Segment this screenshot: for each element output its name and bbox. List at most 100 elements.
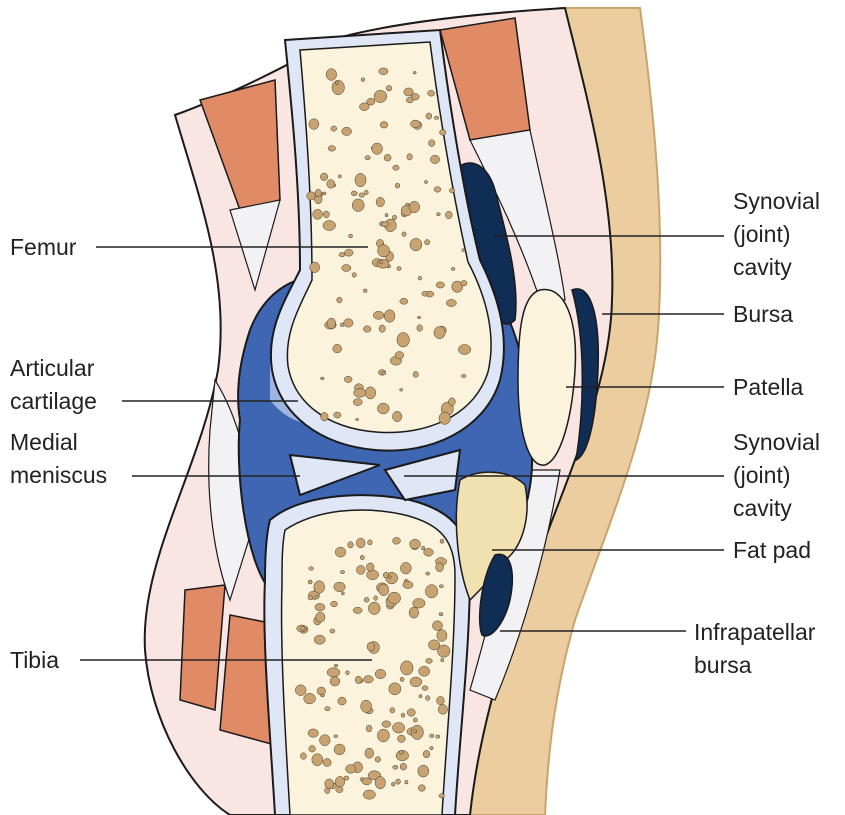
trabecular-spot [332, 344, 342, 354]
trabecular-spot [438, 704, 448, 715]
trabecular-spot [348, 233, 353, 238]
trabecular-spot [434, 116, 440, 120]
trabecular-spot [363, 597, 370, 603]
trabecular-spot [399, 388, 404, 392]
trabecular-spot [430, 154, 440, 164]
trabecular-spot [313, 580, 325, 594]
trabecular-spot [412, 71, 417, 75]
trabecular-spot [366, 641, 375, 652]
trabecular-spot [335, 546, 347, 558]
trabecular-spot [333, 411, 342, 419]
bone-trabecular-spots [295, 67, 471, 800]
trabecular-spot [366, 562, 375, 572]
trabecular-spot [461, 374, 467, 378]
label-bursa: Bursa [733, 301, 793, 327]
trabecular-spot [427, 90, 435, 97]
trabecular-spot [391, 782, 396, 787]
trabecular-spot [341, 591, 345, 596]
trabecular-spot [384, 213, 389, 218]
trabecular-spot [417, 316, 421, 320]
trabecular-spot [363, 325, 372, 333]
trabecular-spot [356, 537, 366, 549]
trabecular-spot [438, 411, 451, 425]
trabecular-spot [425, 571, 430, 576]
trabecular-spot [365, 724, 373, 733]
trabecular-spot [353, 388, 367, 398]
trabecular-spot [314, 634, 326, 645]
trabecular-spot [316, 686, 326, 696]
trabecular-spot [333, 581, 346, 592]
prepatellar-bursa [571, 288, 600, 462]
trabecular-spot [421, 685, 429, 691]
trabecular-spot [404, 780, 409, 785]
trabecular-spot [334, 81, 340, 85]
trabecular-spot [438, 612, 444, 617]
trabecular-spot [330, 125, 337, 132]
trabecular-spot [408, 606, 419, 619]
trabecular-spot [402, 581, 414, 589]
trabecular-spot [333, 734, 338, 738]
trabecular-spot [324, 778, 334, 789]
trabecular-spot [400, 660, 414, 676]
trabecular-spot [435, 734, 440, 739]
lateral-meniscus-shape [383, 448, 462, 502]
trabecular-spot [373, 595, 378, 601]
trabecular-spot [401, 231, 407, 237]
trabecular-spot [344, 375, 353, 383]
trabecular-spot [322, 191, 327, 196]
infrapatellar-bursa-shape [478, 553, 514, 637]
trabecular-spot [395, 182, 401, 189]
trabecular-spot [336, 297, 343, 304]
trabecular-spot [320, 172, 328, 181]
trabecular-spot [314, 603, 326, 612]
trabecular-spot [409, 238, 423, 252]
trabecular-spot [322, 220, 336, 231]
trabecular-spot [421, 545, 426, 551]
trabecular-spot [413, 729, 418, 734]
trabecular-spot [396, 332, 410, 348]
trabecular-spot [358, 192, 365, 198]
trabecular-spot [371, 142, 383, 155]
trabecular-spot [445, 211, 453, 219]
trabecular-spot [405, 202, 410, 207]
trabecular-spot [438, 584, 444, 588]
trabecular-spot [308, 579, 313, 585]
trabecular-spot [315, 612, 326, 623]
trabecular-spot [340, 570, 345, 574]
trabecular-spot [389, 707, 396, 714]
trabecular-spot [325, 68, 337, 81]
trabecular-spot [423, 548, 434, 557]
patella-bone [517, 288, 577, 466]
trabecular-spot [392, 537, 401, 545]
trabecular-spot [320, 693, 325, 698]
medial-meniscus-shape [288, 453, 381, 497]
trabecular-spot [412, 598, 426, 609]
trabecular-spot [395, 778, 401, 785]
trabecular-spot [378, 583, 389, 596]
trabecular-spot [403, 87, 414, 97]
trabecular-spot [319, 734, 331, 746]
trabecular-spot [451, 267, 456, 271]
trabecular-spot [377, 402, 390, 415]
trabecular-spot [383, 572, 390, 579]
trabecular-spot [439, 539, 445, 544]
trabecular-spot [388, 682, 402, 695]
trabecular-spot [451, 280, 463, 293]
trabecular-spot [345, 764, 357, 774]
trabecular-spot [368, 601, 381, 615]
trabecular-spot [364, 386, 376, 400]
trabecular-spot [373, 311, 385, 320]
trabecular-spot [295, 684, 307, 696]
trabecular-spot [429, 746, 434, 751]
trabecular-spot [399, 298, 408, 305]
trabecular-spot [363, 675, 374, 684]
trabecular-spot [433, 186, 442, 193]
trabecular-spot [344, 248, 354, 257]
trabecular-spot [412, 371, 419, 378]
trabecular-spot [320, 376, 325, 380]
trabecular-spot [337, 174, 342, 179]
trabecular-spot [397, 734, 406, 743]
trabecular-spot [334, 663, 339, 668]
trabecular-spot [379, 260, 383, 265]
